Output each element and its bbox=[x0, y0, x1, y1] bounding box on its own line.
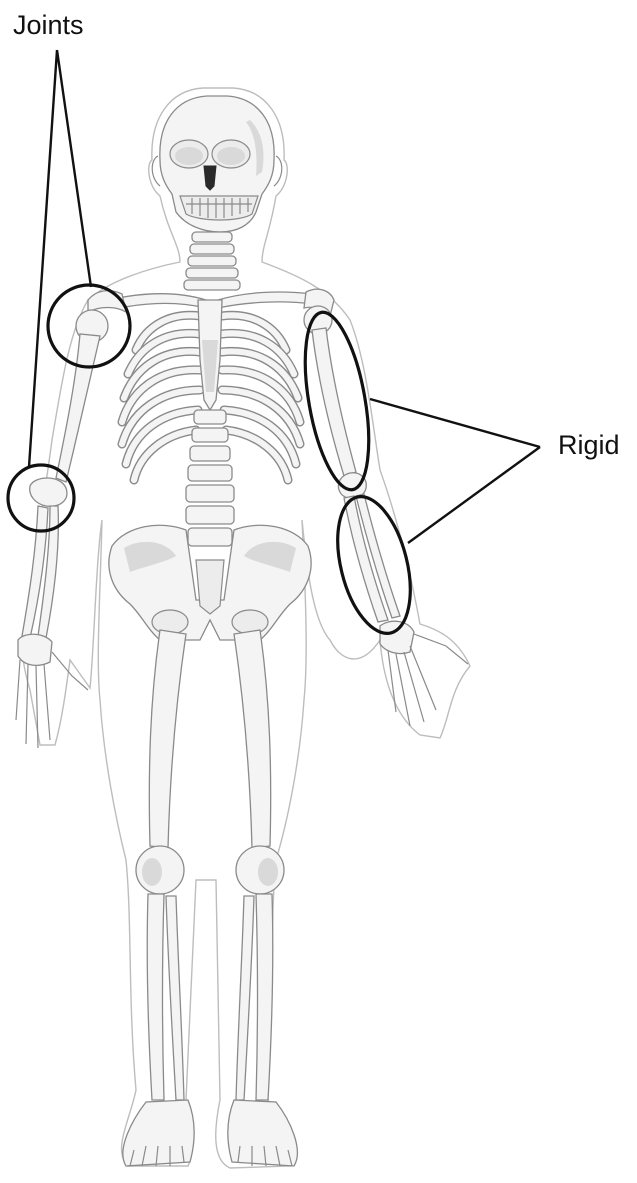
legs bbox=[136, 630, 284, 1100]
feet bbox=[123, 1100, 298, 1166]
lumbar-spine bbox=[186, 410, 234, 546]
rigid-pointer-lines bbox=[370, 399, 540, 543]
rigid-label: Rigid bbox=[558, 432, 620, 459]
joints-label: Joints bbox=[13, 12, 84, 39]
skull bbox=[152, 96, 282, 232]
forearm-rigid-ellipse bbox=[325, 489, 423, 641]
cervical-spine bbox=[184, 232, 240, 290]
